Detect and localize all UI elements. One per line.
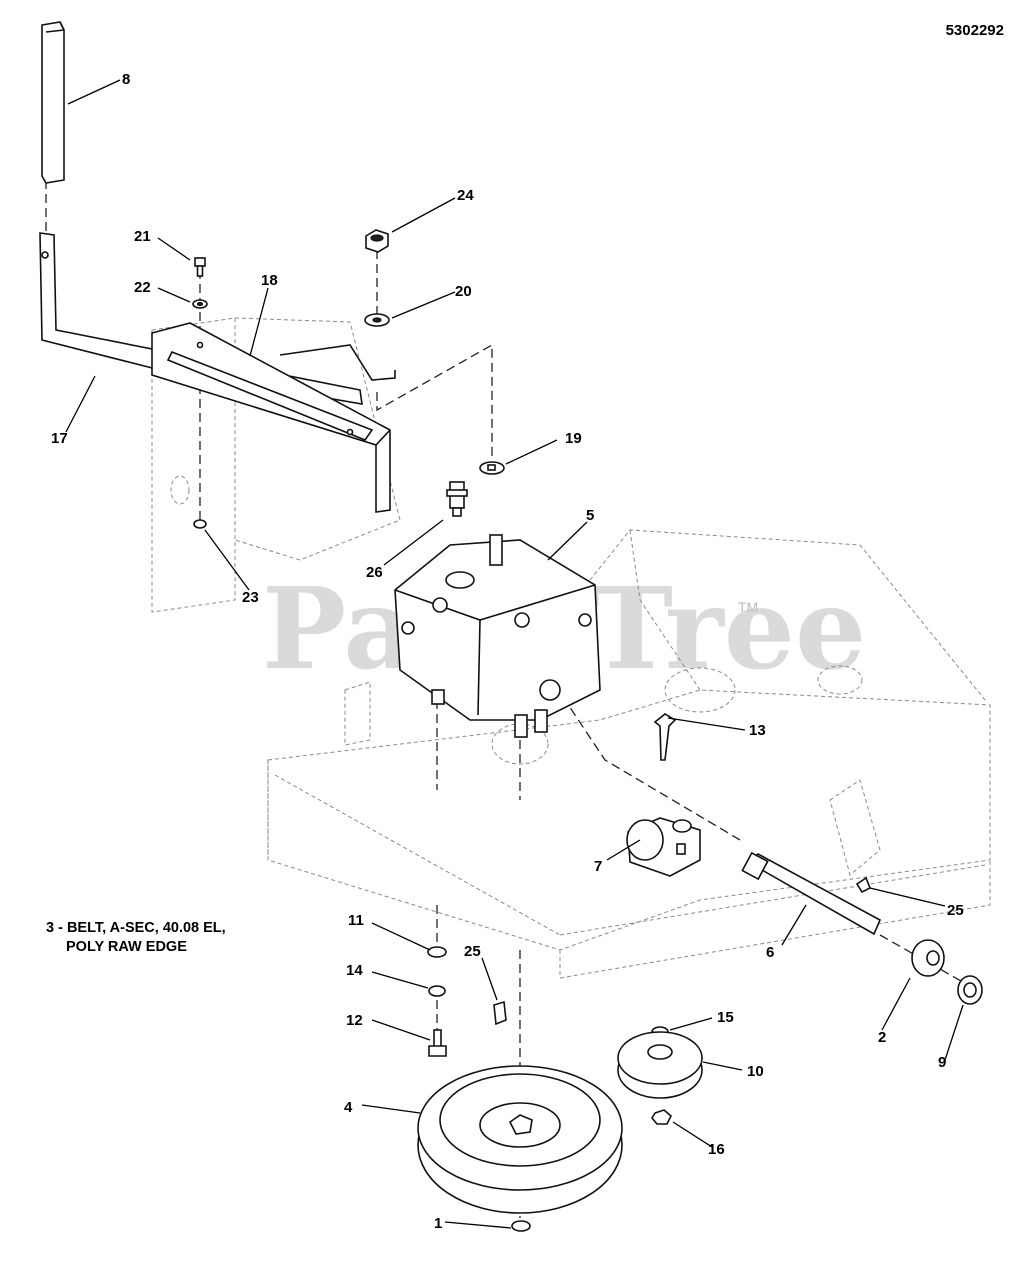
part-16-nut	[651, 1109, 672, 1125]
callout-1: 1	[434, 1215, 442, 1232]
callout-15: 15	[717, 1009, 734, 1026]
part-26-fitting	[446, 481, 468, 517]
callout-2: 2	[878, 1029, 886, 1046]
callout-20: 20	[455, 283, 472, 300]
belt-note-line-1: 3 - BELT, A-SEC, 40.08 EL,	[46, 920, 226, 936]
part-1-snap-ring	[511, 1220, 531, 1232]
part-2-bearing	[911, 939, 945, 977]
part-14-washer	[428, 985, 446, 997]
part-9-seal	[957, 975, 983, 1005]
callout-26: 26	[366, 564, 383, 581]
belt-note: 3 - BELT, A-SEC, 40.08 EL, POLY RAW EDGE	[46, 919, 226, 957]
watermark-trademark: TM	[738, 599, 758, 615]
part-8-bumper-pad	[41, 21, 65, 184]
callout-18: 18	[261, 272, 278, 289]
callout-4: 4	[344, 1099, 353, 1116]
part-10-idler-pulley	[617, 1031, 703, 1099]
callout-19: 19	[565, 430, 582, 447]
callout-17: 17	[51, 430, 68, 447]
callout-9: 9	[938, 1054, 946, 1071]
callout-24: 24	[457, 187, 474, 204]
part-25-key-lower	[493, 1000, 507, 1026]
callout-14: 14	[346, 962, 363, 979]
document-number: 5302292	[945, 22, 1004, 39]
callout-22: 22	[134, 279, 151, 296]
callout-6: 6	[766, 944, 774, 961]
callout-11: 11	[348, 912, 364, 929]
part-21-bolt	[194, 257, 206, 277]
callout-23: 23	[242, 589, 259, 606]
part-22-washer	[192, 299, 208, 309]
callout-8: 8	[122, 71, 130, 88]
part-5-gearbox	[394, 534, 601, 738]
callout-10: 10	[747, 1063, 764, 1080]
part-6-shaft	[741, 851, 882, 936]
callout-25-upper: 25	[947, 902, 964, 919]
part-18-bracket	[151, 322, 396, 513]
callout-13: 13	[749, 722, 766, 739]
belt-note-line-2: POLY RAW EDGE	[66, 939, 187, 955]
part-20-washer	[364, 313, 390, 327]
callout-25-lower: 25	[464, 943, 481, 960]
part-11-washer	[427, 946, 447, 958]
part-12-bolt	[428, 1029, 447, 1057]
part-7-coupler	[626, 817, 701, 877]
part-19-washer	[479, 461, 505, 475]
callout-labels: 8 21 22 18 17 24 20 19 26 23 5 13 7 25 6…	[51, 71, 964, 1232]
callout-12: 12	[346, 1012, 363, 1029]
part-13-pin	[653, 713, 677, 761]
part-24-nut	[365, 229, 389, 253]
leader-lines	[65, 79, 964, 1229]
callout-21: 21	[134, 228, 151, 245]
callout-7: 7	[594, 858, 602, 875]
part-25-key-upper	[855, 876, 872, 894]
part-23-nut	[193, 519, 207, 529]
callout-5: 5	[586, 507, 594, 524]
callout-16: 16	[708, 1141, 725, 1158]
part-4-pulley	[417, 1065, 623, 1214]
